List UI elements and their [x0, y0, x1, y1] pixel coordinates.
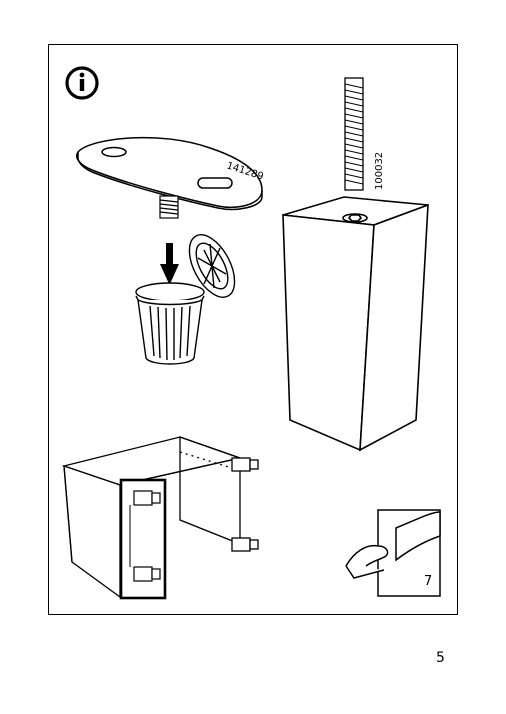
cabinet-carcass — [61, 436, 259, 599]
page-number: 5 — [436, 650, 445, 666]
page-turn-step-number: 7 — [424, 574, 432, 589]
mounting-plate — [76, 136, 263, 211]
plate-stud — [159, 195, 179, 219]
instruction-panel — [48, 44, 458, 615]
info-icon — [65, 66, 99, 100]
down-arrow-icon — [160, 243, 179, 285]
bolt-part-number: 100032 — [374, 152, 385, 190]
trash-can-icon — [135, 234, 236, 365]
threaded-bolt — [344, 77, 364, 191]
corner-detail-highlight — [119, 478, 167, 600]
page-turn-icon — [345, 509, 441, 597]
cabinet-leg — [282, 196, 429, 452]
